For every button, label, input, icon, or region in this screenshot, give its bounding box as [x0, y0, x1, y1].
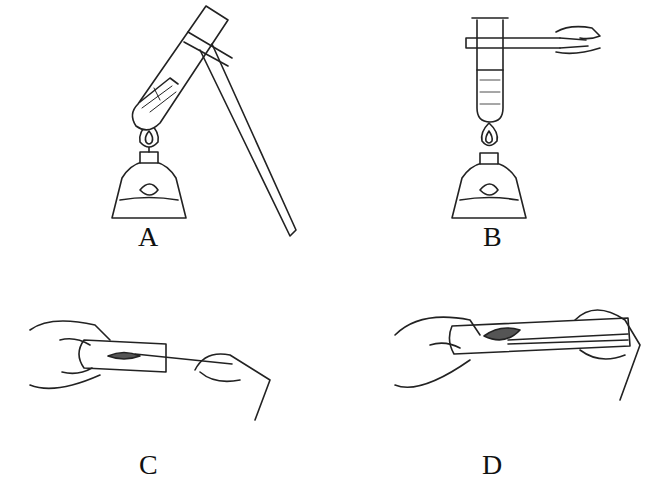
figure-label: D	[482, 451, 502, 479]
figure-label: A	[138, 223, 158, 251]
figure-b	[452, 18, 600, 218]
figure-label: B	[483, 223, 502, 251]
figure-a	[112, 6, 296, 236]
figure-d	[395, 310, 640, 400]
figure-label: C	[139, 451, 158, 479]
figure-c	[30, 321, 270, 420]
